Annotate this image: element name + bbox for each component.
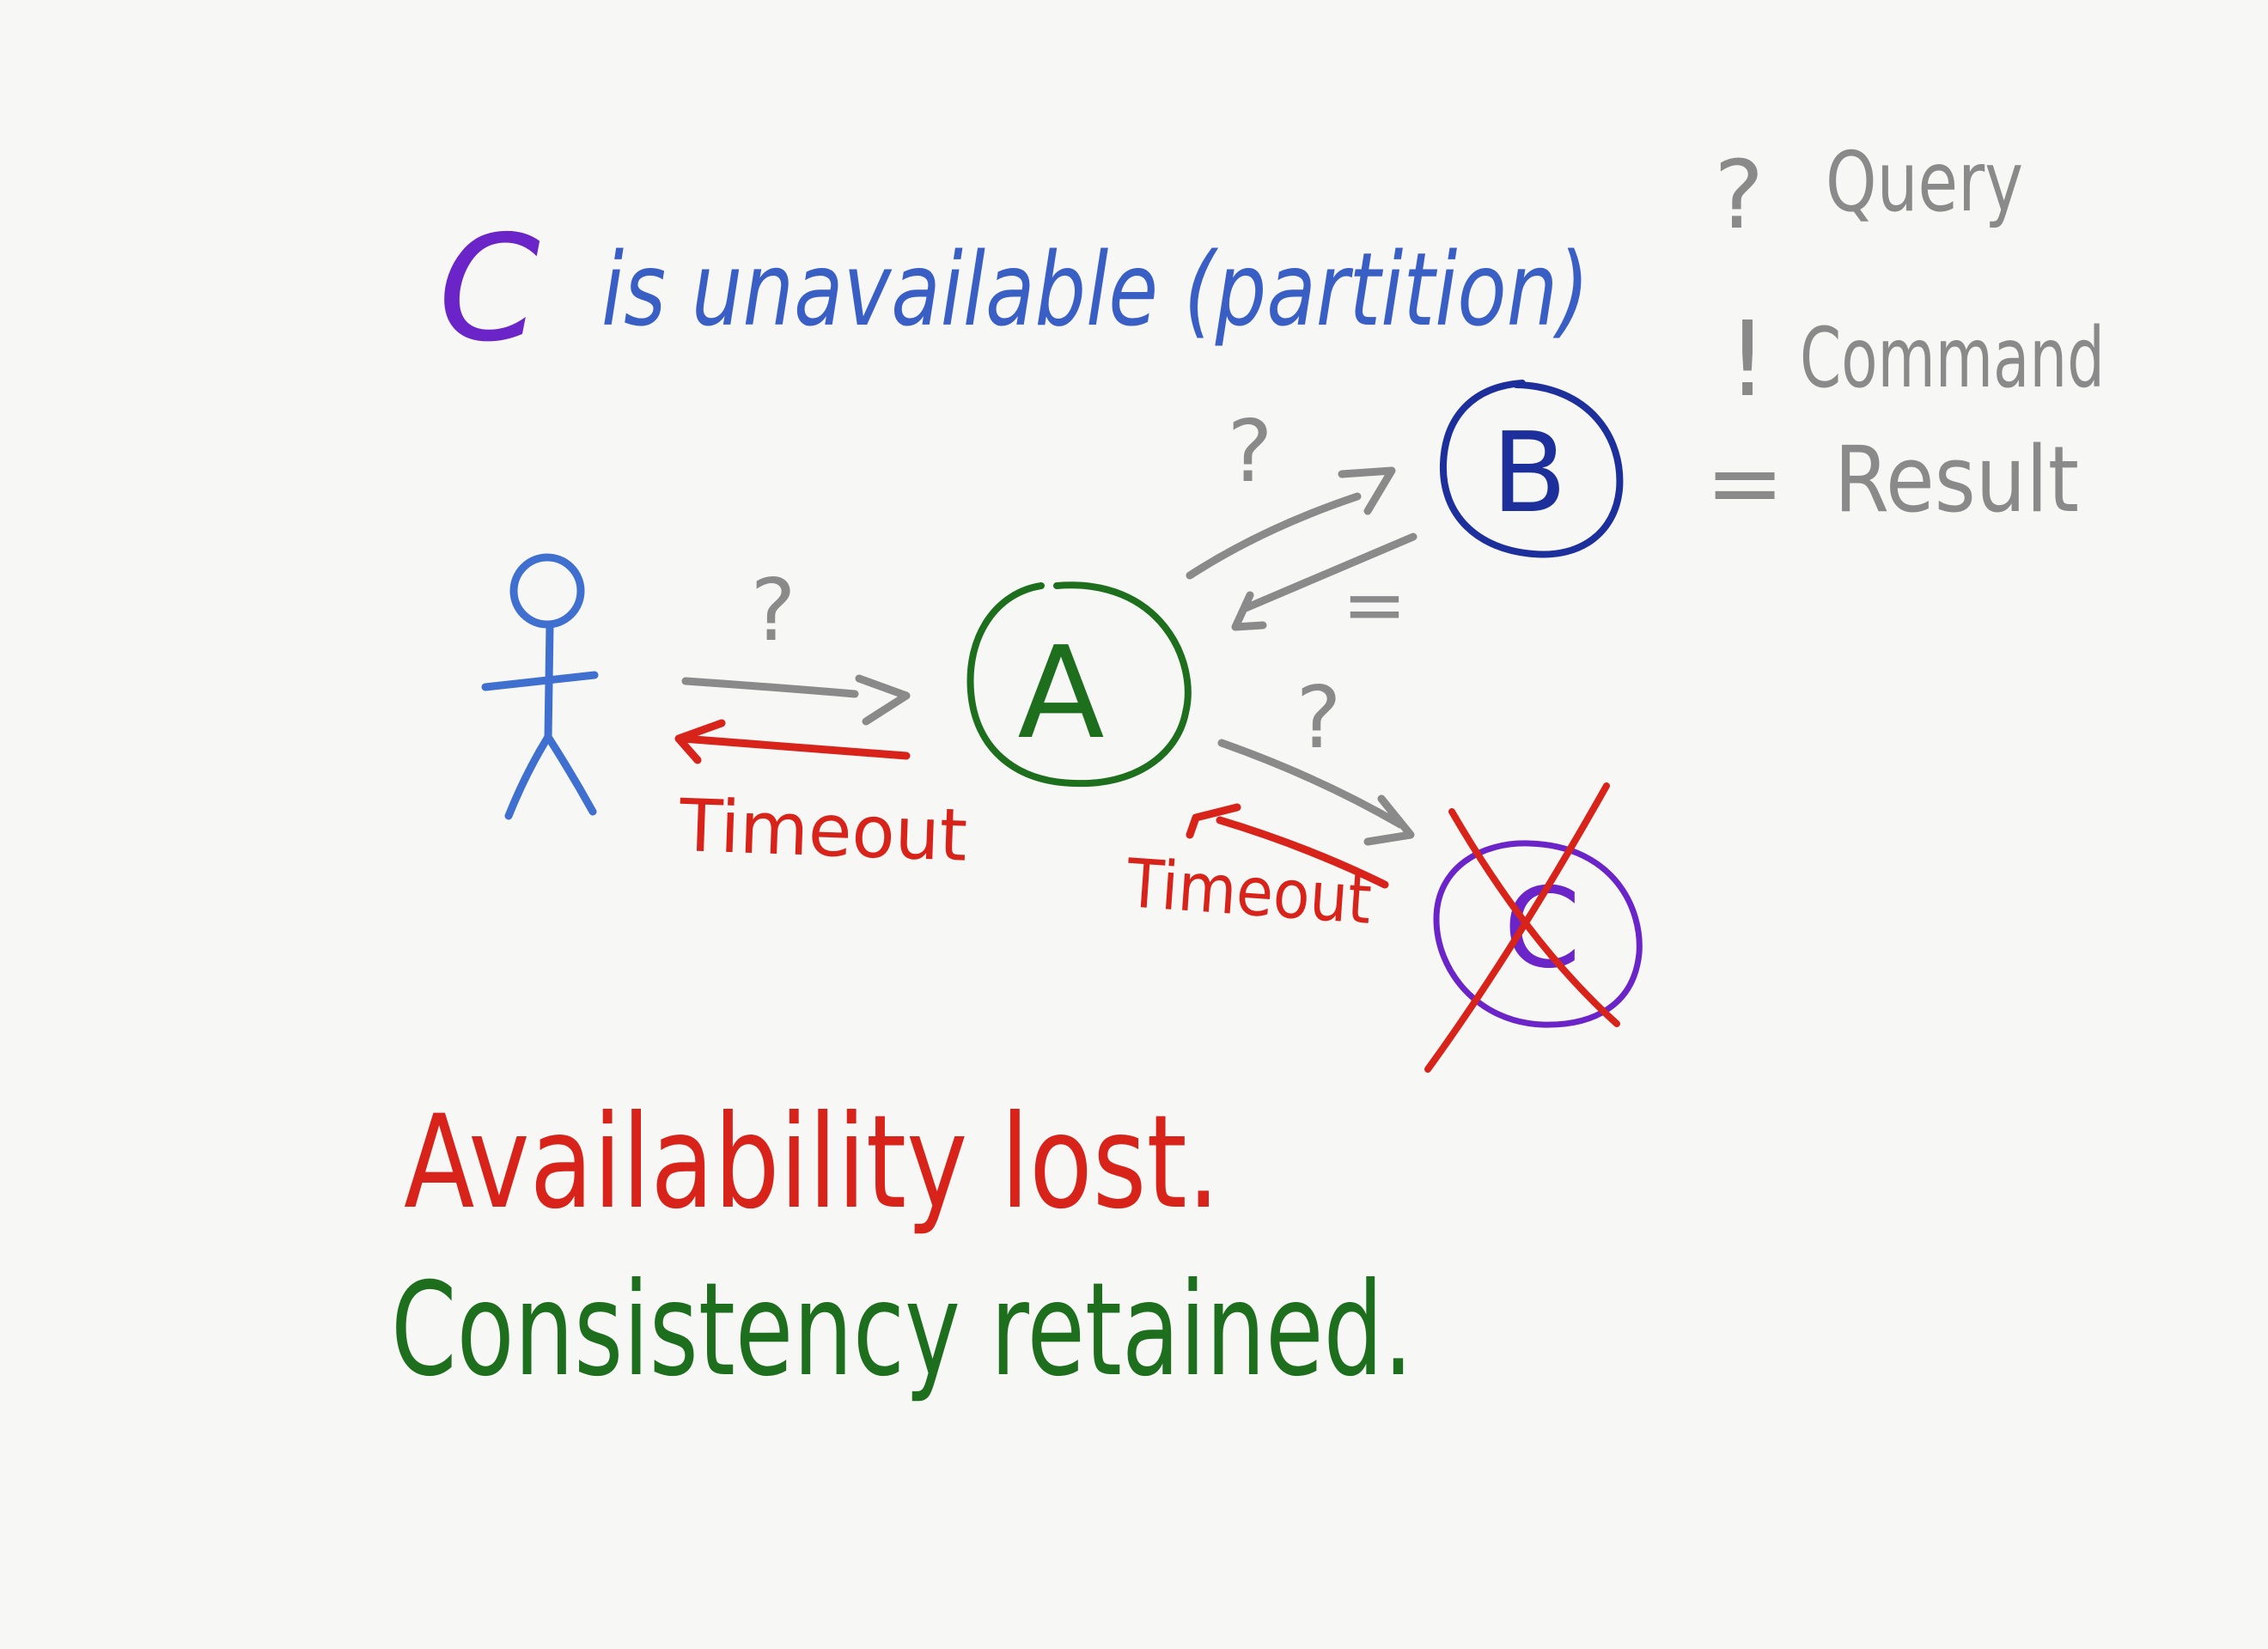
arrow-a-to-c [1217, 739, 1415, 846]
label-user-to-a-query: ? [750, 560, 796, 660]
legend: ? Query ! Command = Result [1705, 134, 2105, 538]
conclusion-availability: Availability lost. [404, 1088, 1220, 1238]
message-labels: ? ? = ? Timeout Timeout [677, 401, 1406, 940]
node-a: A [966, 581, 1192, 788]
label-timeout-c: Timeout [1124, 845, 1374, 940]
arrow-c-to-a-timeout [1186, 803, 1389, 889]
node-b: B [1439, 380, 1624, 558]
message-arrows [674, 466, 1418, 889]
user-left-leg [504, 733, 552, 820]
label-a-to-c-query: ? [1296, 667, 1341, 768]
user-arms [481, 671, 599, 691]
legend-command-symbol: ! [1727, 301, 1768, 420]
user-head [509, 553, 585, 629]
node-c-cross-out [1424, 782, 1620, 1073]
node-b-circle [1439, 380, 1624, 558]
arrow-a-to-b [1186, 466, 1396, 580]
user-stick-figure [481, 553, 599, 820]
title-letter-c: C [438, 204, 540, 374]
legend-command-label: Command [1800, 310, 2105, 406]
title-text: is unavailable (partition) [601, 230, 1589, 349]
arrow-a-to-user-timeout [674, 719, 911, 764]
legend-query-label: Query [1826, 134, 2023, 230]
label-b-to-a-result: = [1342, 560, 1406, 650]
legend-query-symbol: ? [1714, 140, 1764, 250]
node-c: C [1424, 782, 1643, 1073]
node-b-label: B [1491, 410, 1567, 538]
node-c-circle [1433, 840, 1643, 1028]
arrow-user-to-a [681, 674, 911, 726]
node-a-label: A [1017, 619, 1104, 767]
conclusions: Availability lost. Consistency retained. [391, 1088, 1413, 1405]
label-timeout-user: Timeout [677, 783, 968, 878]
arrow-b-to-a [1231, 532, 1418, 631]
title: C is unavailable (partition) [438, 204, 1589, 374]
label-a-to-b-query: ? [1227, 401, 1272, 502]
node-a-circle [966, 581, 1192, 788]
conclusion-consistency: Consistency retained. [391, 1256, 1413, 1405]
user-right-leg [544, 733, 597, 816]
legend-result-symbol: = [1705, 428, 1784, 538]
legend-result-label: Result [1834, 427, 2079, 532]
